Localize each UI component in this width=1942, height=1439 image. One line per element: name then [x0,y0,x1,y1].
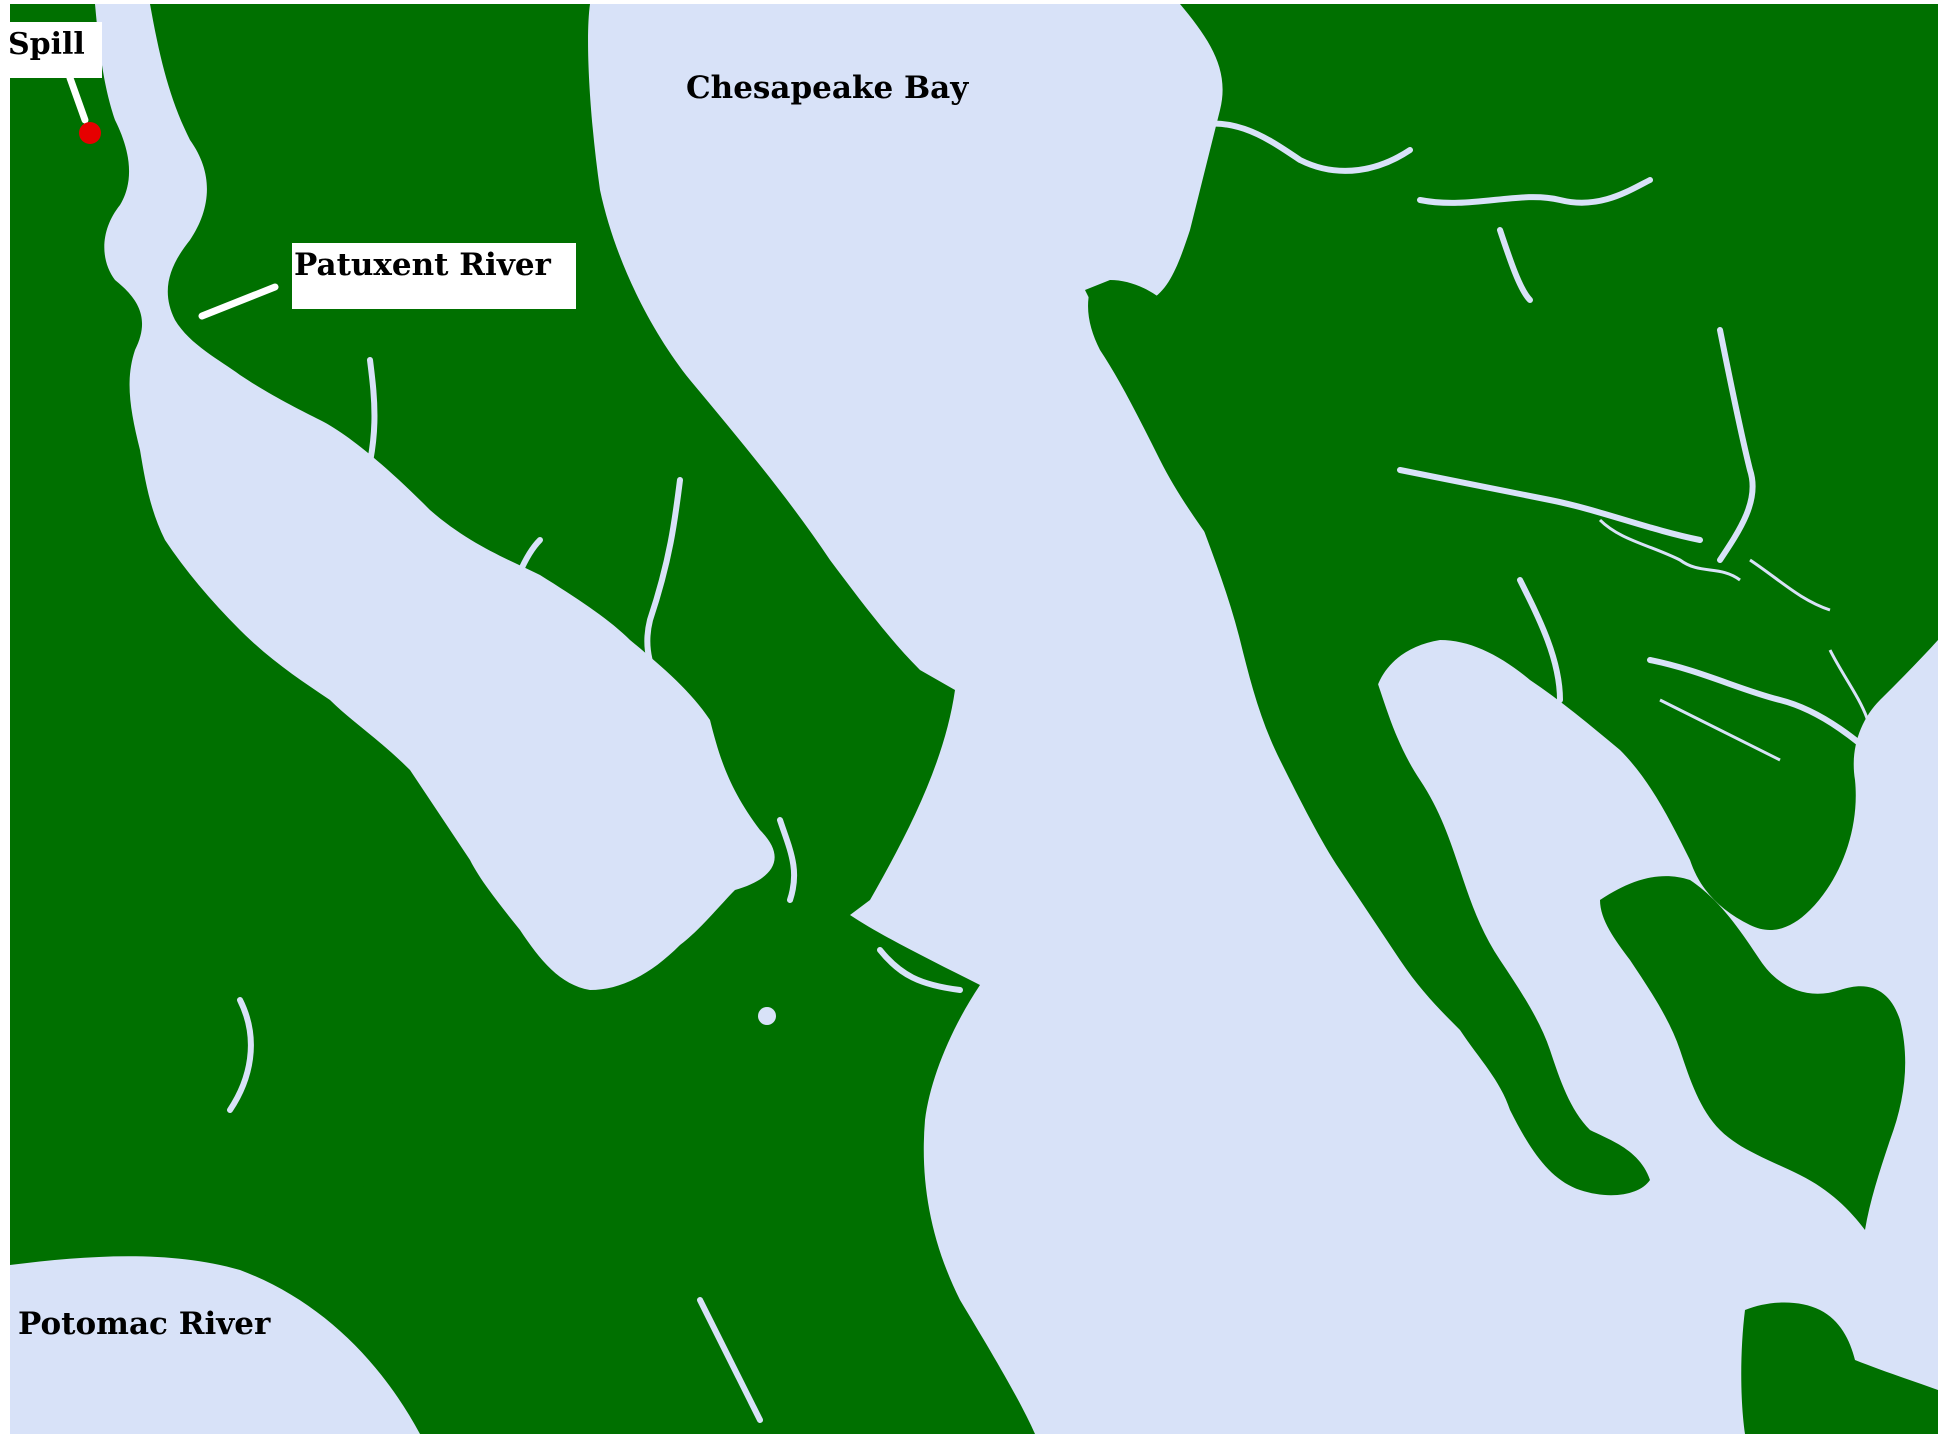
marsh-detail [1598,518,1921,822]
eastern-shore-land-southeast [1741,1302,1938,1434]
potomac-river-label: Potomac River [18,1306,271,1342]
patuxent-label-box [292,243,576,309]
spill-pointer-line [66,74,89,124]
eastern-shore-land-south [1600,876,1906,1230]
western-shore-land [10,4,1035,1434]
potomac-south-land [10,910,460,1227]
small-island-water [758,1007,776,1025]
creek-details [227,120,1903,1423]
spill-label-box [10,22,102,78]
eastern-shore-land-middle [1085,280,1650,1196]
chesapeake-bay-label: Chesapeake Bay [686,70,969,106]
spill-marker-icon[interactable] [79,122,101,144]
spill-label: Spill [8,27,85,62]
patuxent-pointer-line [198,283,279,320]
patuxent-river-label: Patuxent River [294,247,552,283]
